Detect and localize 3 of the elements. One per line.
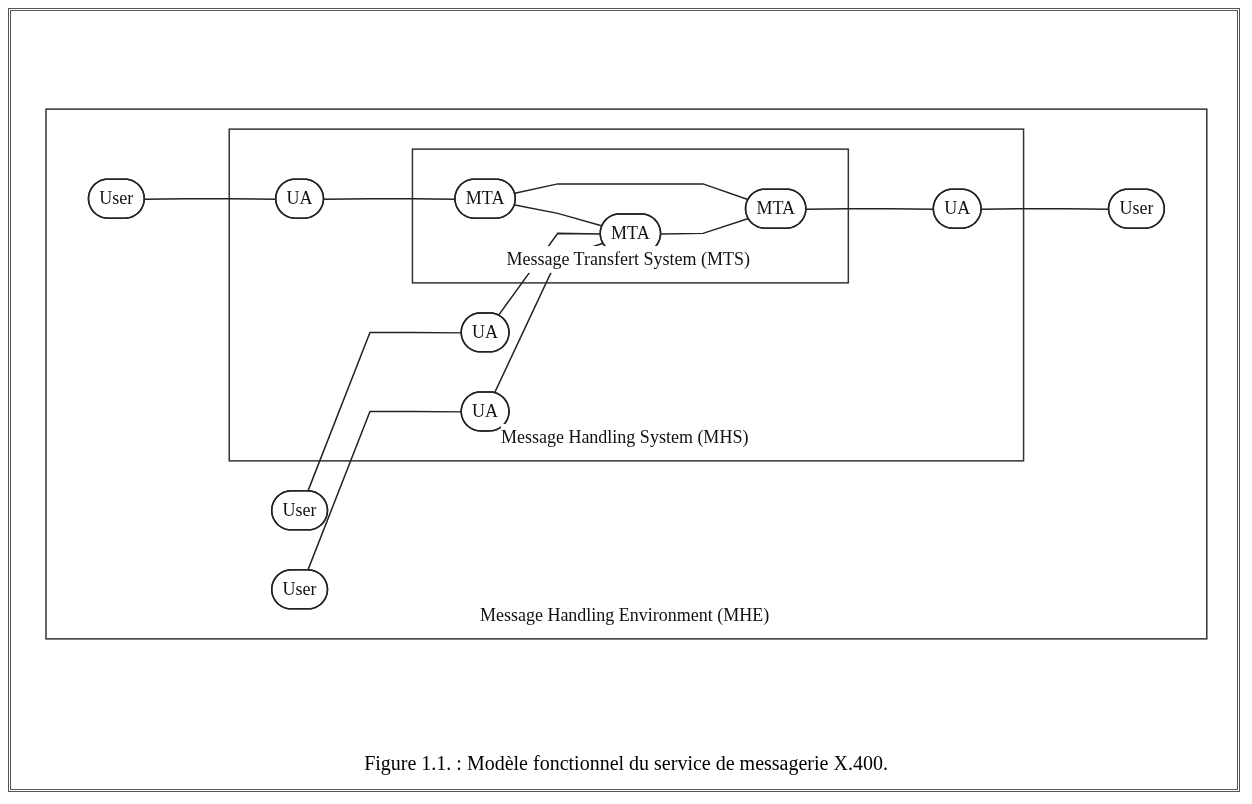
caption: Figure 1.1. : Modèle fonctionnel du service de messagerie X.400. (364, 752, 888, 775)
connector (513, 204, 603, 227)
connector (513, 183, 749, 201)
